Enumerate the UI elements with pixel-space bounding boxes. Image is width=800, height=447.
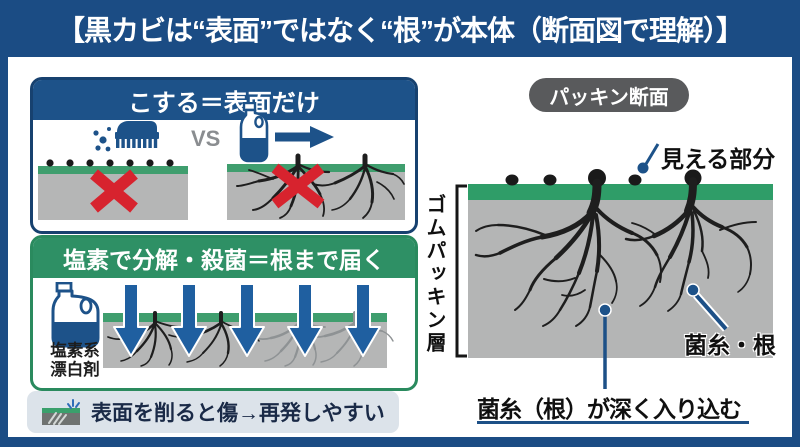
scrub-panel-header: こする＝表面だけ bbox=[33, 80, 415, 120]
caption-underline bbox=[477, 421, 749, 424]
brush-icon bbox=[93, 121, 159, 152]
visible-part-leader bbox=[637, 143, 660, 174]
rubber-gasket-layer-label: ゴムパッキン層 bbox=[423, 194, 445, 355]
note-text: 表面を削ると傷→再発しやすい bbox=[91, 402, 385, 425]
page-title: 【黒カビは“表面”ではなく“根”が本体（断面図で理解）】 bbox=[56, 14, 744, 46]
hyphae-root-label: 菌糸・根 bbox=[684, 332, 776, 358]
chlorine-surface-graphic bbox=[103, 283, 395, 368]
note-box: 表面を削ると傷→再発しやすい bbox=[27, 391, 399, 433]
mold-dots bbox=[46, 159, 174, 167]
visible-part-label: 見える部分 bbox=[661, 146, 776, 172]
bleach-panel: 塩素で分解・殺菌＝根まで届く 塩素系 漂白剤 bbox=[30, 235, 418, 391]
hyphae-leader bbox=[686, 283, 729, 332]
bleach-bottle-label: 塩素系 漂白剤 bbox=[50, 342, 100, 380]
mold-roots bbox=[236, 153, 405, 219]
gasket-cross-section-graphic bbox=[455, 143, 773, 389]
depth-caption: 菌糸（根）が深く入り込む bbox=[477, 396, 742, 422]
scrub-panel: こする＝表面だけ VS bbox=[30, 77, 418, 234]
bleach-panel-header: 塩素で分解・殺菌＝根まで届く bbox=[33, 238, 415, 278]
spark-lines-icon bbox=[67, 399, 80, 409]
section-badge: パッキン断面 bbox=[529, 78, 689, 112]
bleach-bottle-icon bbox=[51, 282, 100, 348]
caption-leader bbox=[598, 303, 612, 389]
scrub-surface-graphic bbox=[38, 159, 188, 220]
layer-bracket bbox=[455, 184, 467, 358]
down-arrows-icon bbox=[113, 283, 381, 357]
right-arrow-icon bbox=[275, 126, 334, 148]
roots-surface-graphic bbox=[227, 153, 405, 220]
red-x-icon bbox=[90, 169, 138, 213]
red-x-icon bbox=[271, 163, 325, 209]
spray-dots-icon bbox=[93, 127, 111, 152]
vs-label: VS bbox=[191, 126, 221, 151]
bleach-bottle-icon bbox=[239, 102, 269, 163]
scratched-surface-icon bbox=[42, 399, 80, 425]
mold-roots bbox=[474, 177, 757, 327]
